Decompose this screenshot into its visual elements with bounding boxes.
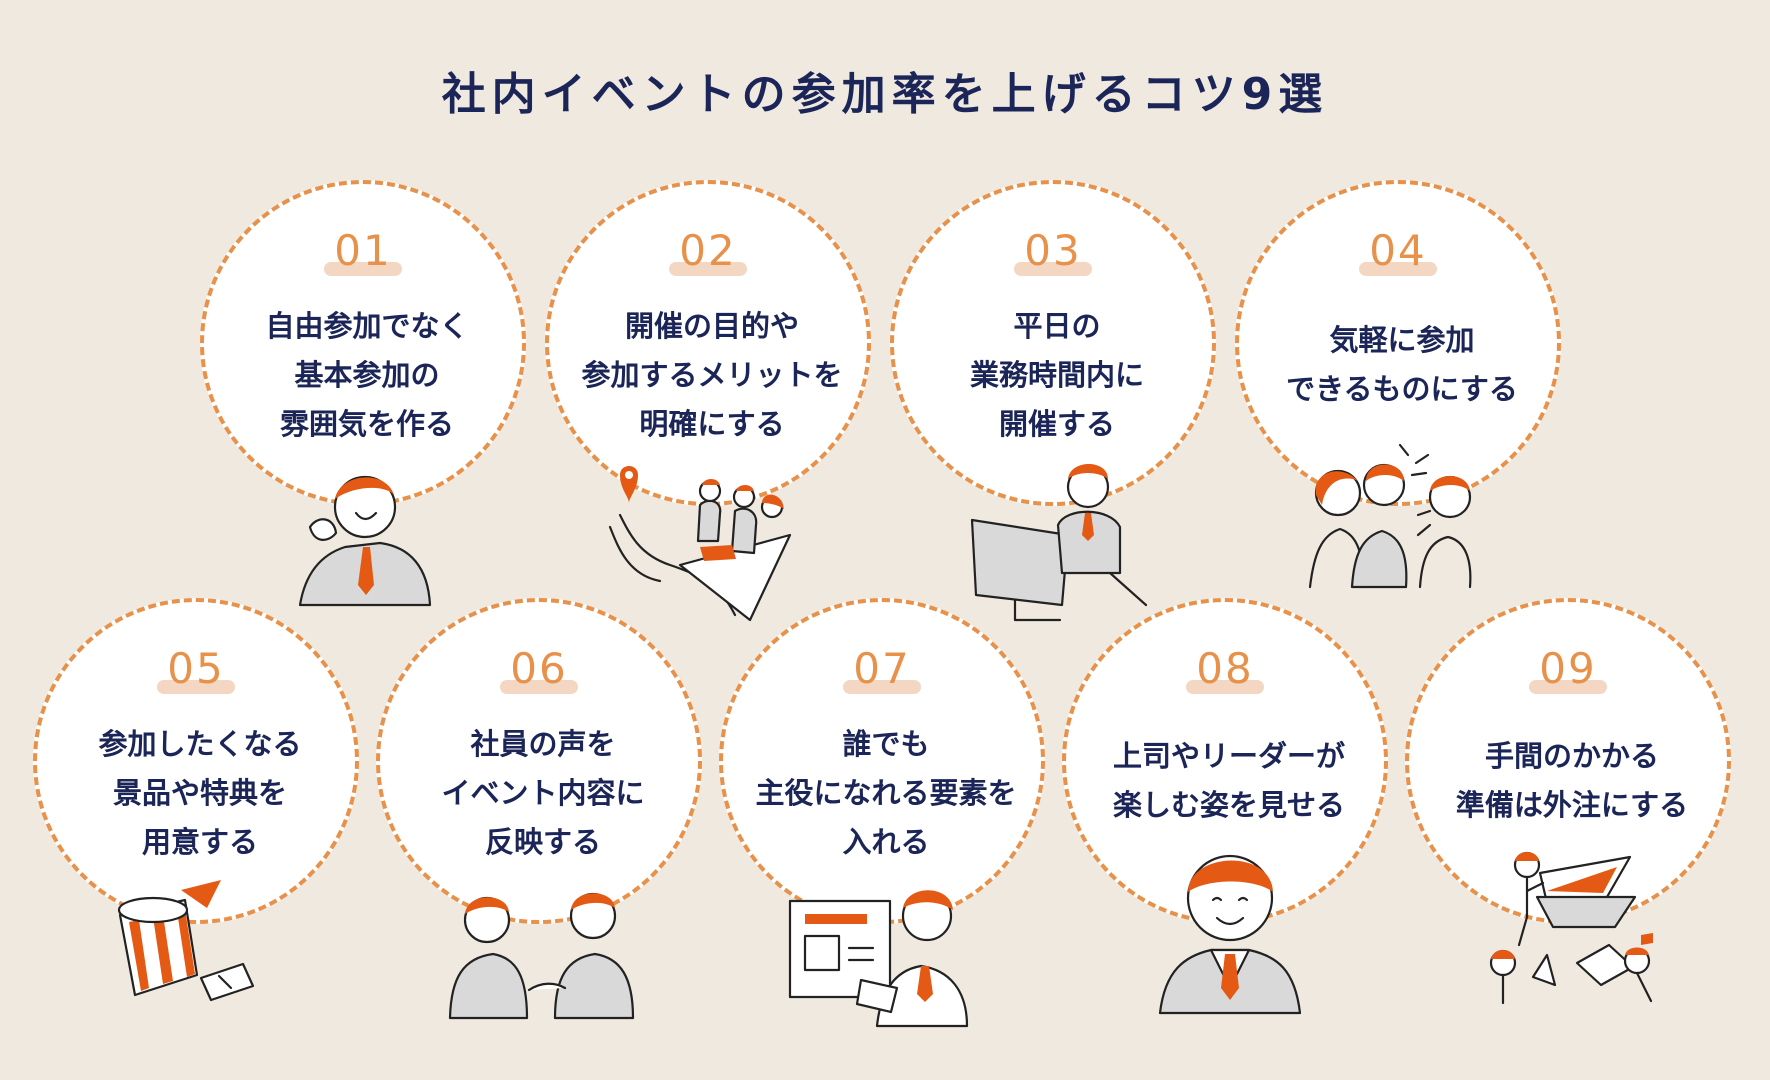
number-highlight [157, 680, 235, 694]
tip-number: 09 [1539, 644, 1597, 693]
worker-at-computer-illustration [970, 464, 1148, 622]
tip-circle-07: 07 誰でも 主役になれる要素を 入れる [719, 598, 1045, 924]
number-highlight [500, 680, 578, 694]
number-highlight [1186, 680, 1264, 694]
page-title: 社内イベントの参加率を上げるコツ9選 [441, 69, 1329, 120]
event-preparation-outsourcing-illustration [1489, 851, 1653, 1005]
presenter-with-board-illustration [788, 890, 969, 1028]
tip-text: 自由参加でなく 基本参加の 雰囲気を作る [265, 309, 469, 441]
team-on-paper-plane-illustration [608, 466, 792, 622]
tip-number: 04 [1369, 226, 1427, 275]
tip-circle-06: 06 社員の声を イベント内容に 反映する [376, 598, 702, 924]
tip-circle-03: 03 平日の 業務時間内に 開催する [890, 180, 1216, 506]
tip-number: 08 [1196, 644, 1254, 693]
tip-circle-04: 04 気軽に参加 できるものにする [1235, 180, 1561, 506]
smiling-leader-illustration [1158, 854, 1302, 1015]
tip-number: 01 [334, 226, 392, 275]
number-highlight [1359, 262, 1437, 276]
tip-number: 07 [853, 644, 911, 693]
tip-text: 上司やリーダーが 楽しむ姿を見せる [1112, 739, 1345, 822]
tip-circle-05: 05 参加したくなる 景品や特典を 用意する [33, 598, 359, 924]
tip-text: 気軽に参加 できるものにする [1286, 323, 1518, 406]
tip-circle-01: 01 自由参加でなく 基本参加の 雰囲気を作る [200, 180, 526, 506]
businessman-cheering-illustration [298, 475, 432, 607]
casual-group-chat-illustration [1308, 443, 1472, 589]
tip-text: 開催の目的や 参加するメリットを 明確にする [581, 309, 843, 441]
tip-text: 参加したくなる 景品や特典を 用意する [98, 727, 302, 859]
tip-number: 05 [167, 644, 225, 693]
number-highlight [669, 262, 747, 276]
tip-text: 平日の 業務時間内に 開催する [969, 309, 1144, 441]
employee-feedback-illustration [448, 892, 635, 1020]
number-highlight [324, 262, 402, 276]
number-highlight [1529, 680, 1607, 694]
tip-text: 手間のかかる 準備は外注にする [1455, 739, 1689, 822]
tip-number: 03 [1024, 226, 1082, 275]
tip-number: 02 [679, 226, 737, 275]
tip-text: 社員の声を イベント内容に 反映する [441, 727, 645, 859]
tip-number: 06 [510, 644, 568, 693]
number-highlight [843, 680, 921, 694]
prize-lottery-box-illustration [117, 880, 255, 1002]
number-highlight [1014, 262, 1092, 276]
tip-text: 誰でも 主役になれる要素を 入れる [755, 727, 1017, 859]
